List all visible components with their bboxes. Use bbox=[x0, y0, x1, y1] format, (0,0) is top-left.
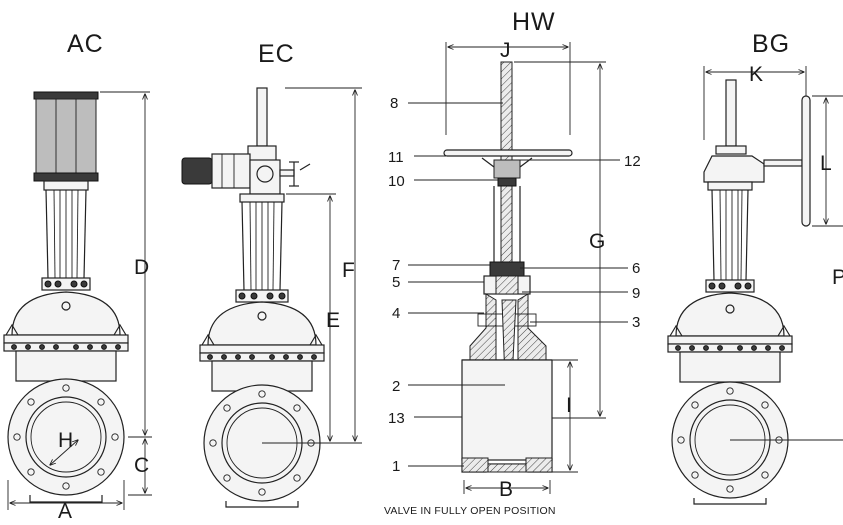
ec-valve-body bbox=[199, 301, 325, 508]
dim-d: D bbox=[134, 256, 149, 279]
hw-title: HW bbox=[512, 8, 556, 36]
gland-packing bbox=[483, 261, 531, 295]
callout-10: 10 bbox=[388, 173, 405, 190]
handwheel bbox=[443, 149, 573, 187]
valve-body-section bbox=[461, 293, 553, 473]
bg-valve-body bbox=[667, 292, 843, 505]
callout-3: 3 bbox=[632, 314, 640, 331]
callout-4: 4 bbox=[392, 305, 400, 322]
callout-13: 13 bbox=[388, 410, 405, 427]
dim-j: J bbox=[500, 39, 511, 62]
pneumatic-actuator bbox=[33, 91, 99, 182]
callout-7: 7 bbox=[392, 257, 400, 274]
callout-1: 1 bbox=[392, 458, 400, 475]
ac-dimensions: D C H A bbox=[7, 91, 152, 523]
ec-view: EC bbox=[181, 40, 362, 508]
hw-view: HW J bbox=[384, 8, 641, 517]
dim-h: H bbox=[58, 429, 73, 452]
handwheel bbox=[801, 95, 811, 227]
callout-12: 12 bbox=[624, 153, 641, 170]
bg-yoke bbox=[705, 189, 755, 293]
dim-b: B bbox=[499, 478, 513, 501]
valve-position-note: VALVE IN FULLY OPEN POSITION bbox=[384, 505, 556, 517]
callout-2: 2 bbox=[392, 378, 400, 395]
callout-9: 9 bbox=[632, 285, 640, 302]
dim-p: P bbox=[832, 266, 843, 289]
callout-5: 5 bbox=[392, 274, 400, 291]
dim-i: I bbox=[566, 394, 572, 417]
bg-view: BG K L P bbox=[667, 30, 843, 505]
dim-g: G bbox=[589, 230, 605, 253]
yoke bbox=[41, 180, 91, 291]
dim-l: L bbox=[820, 152, 832, 175]
callout-6: 6 bbox=[632, 260, 640, 277]
electric-actuator bbox=[181, 87, 311, 203]
ec-yoke bbox=[235, 201, 289, 303]
bevel-gear-operator bbox=[703, 79, 811, 227]
dim-a: A bbox=[58, 500, 72, 520]
dim-c: C bbox=[134, 454, 149, 477]
ac-view: AC bbox=[3, 30, 152, 523]
dim-e: E bbox=[326, 309, 340, 332]
ac-title: AC bbox=[67, 30, 104, 58]
dim-k: K bbox=[749, 63, 763, 86]
ec-title: EC bbox=[258, 40, 295, 68]
dim-f: F bbox=[342, 259, 355, 282]
ec-dimensions: E F bbox=[262, 87, 362, 444]
callout-8: 8 bbox=[390, 95, 398, 112]
bg-title: BG bbox=[752, 30, 790, 58]
valve-body bbox=[3, 291, 129, 503]
callout-11: 11 bbox=[388, 149, 404, 166]
